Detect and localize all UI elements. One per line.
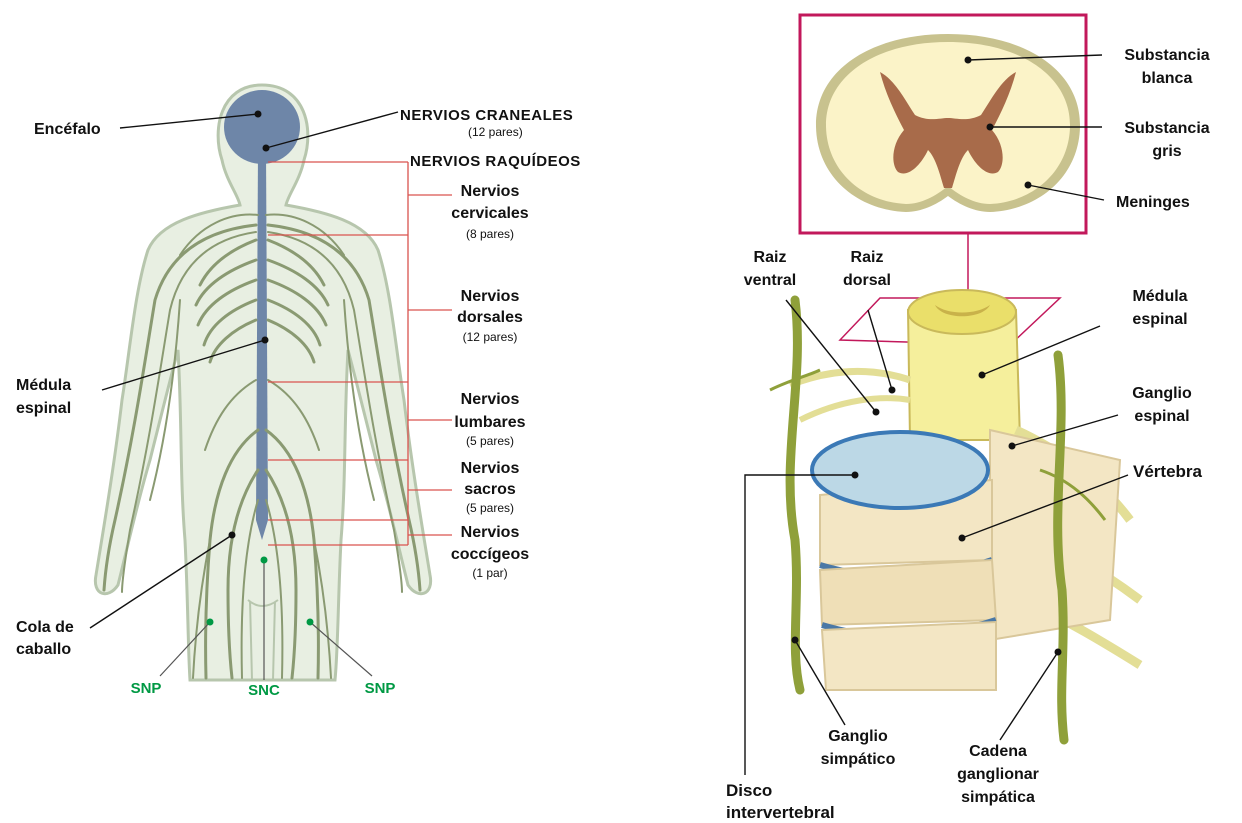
label-substancia-blanca-1: Substancia [1124,47,1209,64]
label-raiz-ventral-1: Raiz [754,249,787,266]
label-craneales-count: (12 pares) [468,125,523,139]
label-cadena-3: simpática [961,789,1035,806]
label-meninges: Meninges [1116,194,1190,211]
label-snp-right: SNP [365,680,396,697]
label-ganglio-espinal-2: espinal [1134,408,1189,425]
spinal-cord [256,150,268,540]
human-body-figure: Encéfalo NERVIOS CRANEALES (12 pares) NE… [16,85,581,699]
label-cadena-2: ganglionar [957,766,1039,783]
label-coccigeos-1: Nervios [461,524,520,541]
label-encefalo: Encéfalo [34,121,101,138]
label-medula-1: Médula [16,377,71,394]
label-cervicales-1: Nervios [461,183,520,200]
label-dorsales-2: dorsales [457,309,523,326]
label-cadena-1: Cadena [969,743,1027,760]
label-cervicales-count: (8 pares) [466,227,514,241]
label-raiz-dorsal-2: dorsal [843,272,891,289]
label-substancia-gris-2: gris [1152,143,1181,160]
label-disco-1: Disco [726,781,772,800]
label-ganglio-espinal-1: Ganglio [1132,385,1192,402]
label-coccigeos-count: (1 par) [472,566,507,580]
intervertebral-disc [812,432,988,508]
label-raiz-ventral-2: ventral [744,272,796,289]
label-cervicales-2: cervicales [451,205,529,222]
label-medula-espinal-2: espinal [1132,311,1187,328]
label-ganglio-simpatico-2: simpático [821,751,896,768]
label-lumbares-1: Nervios [461,391,520,408]
label-vertebra: Vértebra [1133,462,1203,481]
label-nervios-craneales: NERVIOS CRANEALES [400,107,573,124]
label-dorsales-1: Nervios [461,288,520,305]
label-nervios-raquideos: NERVIOS RAQUÍDEOS [410,153,581,170]
label-coccigeos-2: coccígeos [451,546,529,563]
label-dorsales-count: (12 pares) [463,330,518,344]
label-cola-1: Cola de [16,619,74,636]
label-substancia-blanca-2: blanca [1142,70,1193,87]
label-ganglio-simpatico-1: Ganglio [828,728,888,745]
label-medula-espinal-1: Médula [1132,288,1187,305]
label-lumbares-2: lumbares [454,414,525,431]
label-medula-2: espinal [16,400,71,417]
label-disco-2: intervertebral [726,803,835,822]
label-snp-left: SNP [131,680,162,697]
label-raiz-dorsal-1: Raiz [851,249,884,266]
spinal-cord-figure: Substancia blanca Substancia gris Mening… [726,15,1210,822]
label-substancia-gris-1: Substancia [1124,120,1209,137]
label-snc: SNC [248,682,280,699]
label-sacros-2: sacros [464,481,516,498]
cord-top [908,290,1016,334]
label-sacros-1: Nervios [461,460,520,477]
label-sacros-count: (5 pares) [466,501,514,515]
label-cola-2: caballo [16,641,71,658]
label-lumbares-count: (5 pares) [466,434,514,448]
